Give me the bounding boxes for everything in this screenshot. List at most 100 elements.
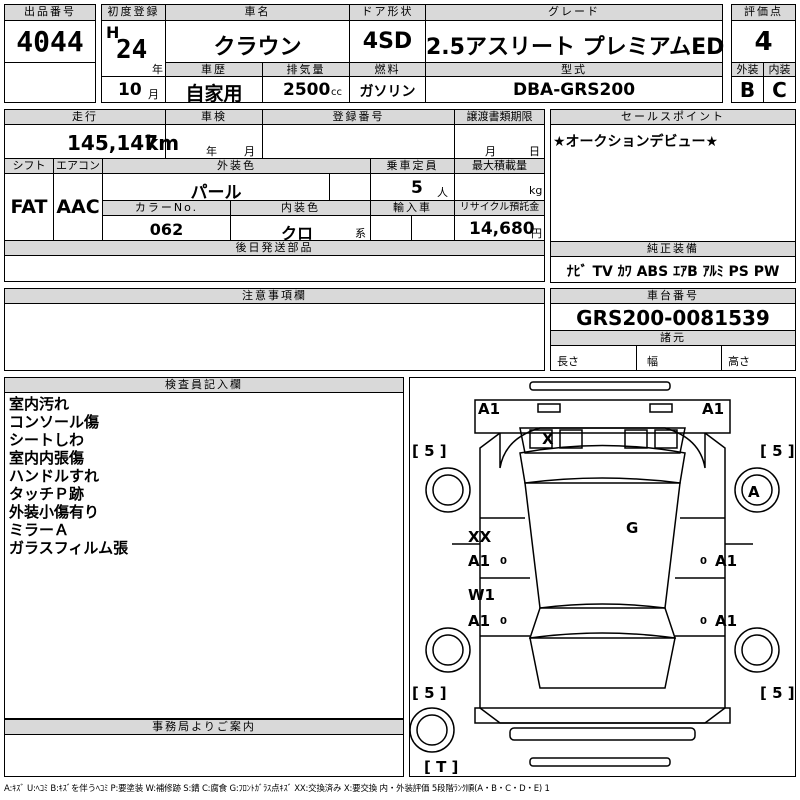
year-unit: 年 bbox=[152, 63, 163, 76]
damage-diagram: A1 A1 X A G XX A1 A1 W1 A1 A1 [ 5 ] [ 5 … bbox=[409, 377, 796, 777]
mileage-cell: 145,147 km bbox=[4, 124, 179, 159]
intcolor-cell: クロ 系 bbox=[230, 215, 371, 243]
score: 4 bbox=[754, 27, 773, 57]
mark-tire-rl: [ 5 ] bbox=[412, 684, 447, 702]
recycle-cell: 14,680 円 bbox=[454, 215, 545, 241]
history: 自家用 bbox=[185, 83, 243, 105]
colorno-cell: 062 bbox=[102, 215, 231, 241]
legend: A:ｷｽﾞ U:ﾍｺﾐ B:ｷｽﾞを伴うﾍｺﾐ P:要塗装 W:補修跡 S:錆 … bbox=[4, 784, 550, 794]
wid-label: 幅 bbox=[647, 355, 658, 368]
fuel: ガソリン bbox=[359, 84, 416, 100]
mark-left-front-door-2: A1 bbox=[468, 552, 490, 570]
mark-tire-rr: [ 5 ] bbox=[760, 684, 795, 702]
reg-month-cell: 10 月 bbox=[101, 76, 166, 103]
intcolor: クロ bbox=[281, 224, 314, 243]
color-cell: パール bbox=[102, 173, 330, 203]
import-cell-b bbox=[411, 215, 455, 241]
equip-cell: ﾅﾋﾞ TV ｶﾜ ABS ｴｱB ｱﾙﾐ PS PW bbox=[550, 256, 796, 283]
fuel-label: 燃料 bbox=[349, 62, 426, 77]
lot-label: 出品番号 bbox=[4, 4, 96, 21]
inspector-line: タッチＰ跡 bbox=[9, 485, 85, 503]
lot-number: 4044 bbox=[16, 25, 84, 58]
load-label: 最大積載量 bbox=[454, 158, 545, 174]
mark-zero: 0 bbox=[500, 556, 507, 567]
inspector-line: コンソール傷 bbox=[9, 413, 100, 431]
grade: 2.5アスリート プレミアムED bbox=[426, 35, 725, 60]
model-cell: DBA-GRS200 bbox=[425, 76, 723, 103]
grade-cell: 2.5アスリート プレミアムED bbox=[425, 20, 725, 63]
seats-unit: 人 bbox=[437, 186, 448, 199]
notes-label: 注意事項欄 bbox=[4, 288, 545, 304]
hgt-cell: 高さ bbox=[721, 345, 796, 371]
shift-cell: FAT bbox=[4, 173, 54, 241]
recycle-label: リサイクル預託金 bbox=[454, 200, 545, 216]
fuel-cell: ガソリン bbox=[349, 76, 426, 103]
mark-front-left: A1 bbox=[478, 400, 500, 418]
reg-month: 10 bbox=[118, 80, 142, 100]
disp-label: 排気量 bbox=[262, 62, 350, 77]
mark-left-front-door-1: XX bbox=[468, 528, 492, 546]
mileage-unit: km bbox=[145, 131, 180, 155]
inspector-label: 検査員記入欄 bbox=[4, 377, 404, 393]
inspect-label: 車検 bbox=[165, 109, 263, 125]
mark-tire-fr: [ 5 ] bbox=[760, 442, 795, 460]
intcolor-label: 内装色 bbox=[230, 200, 371, 216]
inspector-notes: 室内汚れ コンソール傷 シートしわ 室内内張傷 ハンドルすれ タッチＰ跡 外装小… bbox=[4, 392, 404, 719]
score-cell: 4 bbox=[731, 20, 796, 63]
mark-zero: 0 bbox=[700, 616, 707, 627]
notes-cell bbox=[4, 303, 545, 371]
int-grade: C bbox=[772, 78, 787, 102]
color: パール bbox=[190, 183, 242, 203]
car-diagram-svg: A1 A1 X A G XX A1 A1 W1 A1 A1 [ 5 ] [ 5 … bbox=[409, 381, 795, 776]
mark-front-right: A1 bbox=[702, 400, 724, 418]
ac-label: エアコン bbox=[53, 158, 103, 174]
name-cell: クラウン bbox=[165, 20, 350, 63]
mark-right-front-door: A1 bbox=[715, 552, 737, 570]
mileage-label: 走行 bbox=[4, 109, 166, 125]
lot-cell: 4044 bbox=[4, 20, 96, 63]
equip-items: ﾅﾋﾞ TV ｶﾜ ABS ｴｱB ｱﾙﾐ PS PW bbox=[566, 264, 780, 280]
disp-cell: 2500 cc bbox=[262, 76, 350, 103]
chassis-number: GRS200-0081539 bbox=[576, 306, 770, 330]
door-type: 4SD bbox=[362, 29, 413, 54]
office-cell bbox=[4, 734, 404, 777]
ext-grade: B bbox=[739, 78, 756, 102]
era: H bbox=[106, 23, 120, 42]
equip-label: 純正装備 bbox=[550, 241, 796, 257]
mark-left-rear-door-1: W1 bbox=[468, 586, 495, 604]
reg-year: 24 bbox=[116, 35, 148, 65]
sales-point: ★オークションデビュー★ bbox=[553, 134, 719, 150]
inspector-line: ハンドルすれ bbox=[9, 467, 100, 485]
seats: 5 bbox=[411, 178, 423, 198]
ext-label: 外装 bbox=[731, 62, 764, 77]
history-label: 車歴 bbox=[165, 62, 263, 77]
seats-cell: 5 人 bbox=[370, 173, 455, 201]
hgt-label: 高さ bbox=[728, 355, 750, 368]
ext-cell: B bbox=[731, 76, 764, 103]
inspect-cell: 年 月 bbox=[165, 124, 263, 159]
mark-zero: 0 bbox=[500, 616, 507, 627]
seats-label: 乗車定員 bbox=[370, 158, 455, 174]
door-cell: 4SD bbox=[349, 20, 426, 63]
load-cell: kg bbox=[454, 173, 545, 201]
inspector-line: ミラーＡ bbox=[9, 521, 70, 539]
colorno-label: カラーNo. bbox=[102, 200, 231, 216]
color-label: 外装色 bbox=[102, 158, 371, 174]
mark-tire-fl: [ 5 ] bbox=[412, 442, 447, 460]
shift: FAT bbox=[10, 196, 48, 218]
displacement: 2500 bbox=[283, 80, 331, 100]
name-label: 車名 bbox=[165, 4, 350, 21]
inspector-line: 外装小傷有り bbox=[9, 503, 100, 521]
inspector-line: ガラスフィルム張 bbox=[9, 539, 129, 557]
wid-cell: 幅 bbox=[636, 345, 722, 371]
transfer-label: 譲渡書類期限 bbox=[454, 109, 545, 125]
lot-blank bbox=[4, 62, 96, 103]
sales-cell: ★オークションデビュー★ bbox=[550, 124, 796, 242]
intcolor-unit: 系 bbox=[355, 227, 366, 240]
transfer-month: 月 bbox=[485, 145, 496, 158]
history-cell: 自家用 bbox=[165, 76, 263, 105]
model-label: 型式 bbox=[425, 62, 723, 77]
reg-cell: H 24 年 bbox=[101, 20, 166, 77]
recycle-unit: 円 bbox=[531, 227, 542, 240]
mileage: 145,147 bbox=[67, 131, 159, 155]
